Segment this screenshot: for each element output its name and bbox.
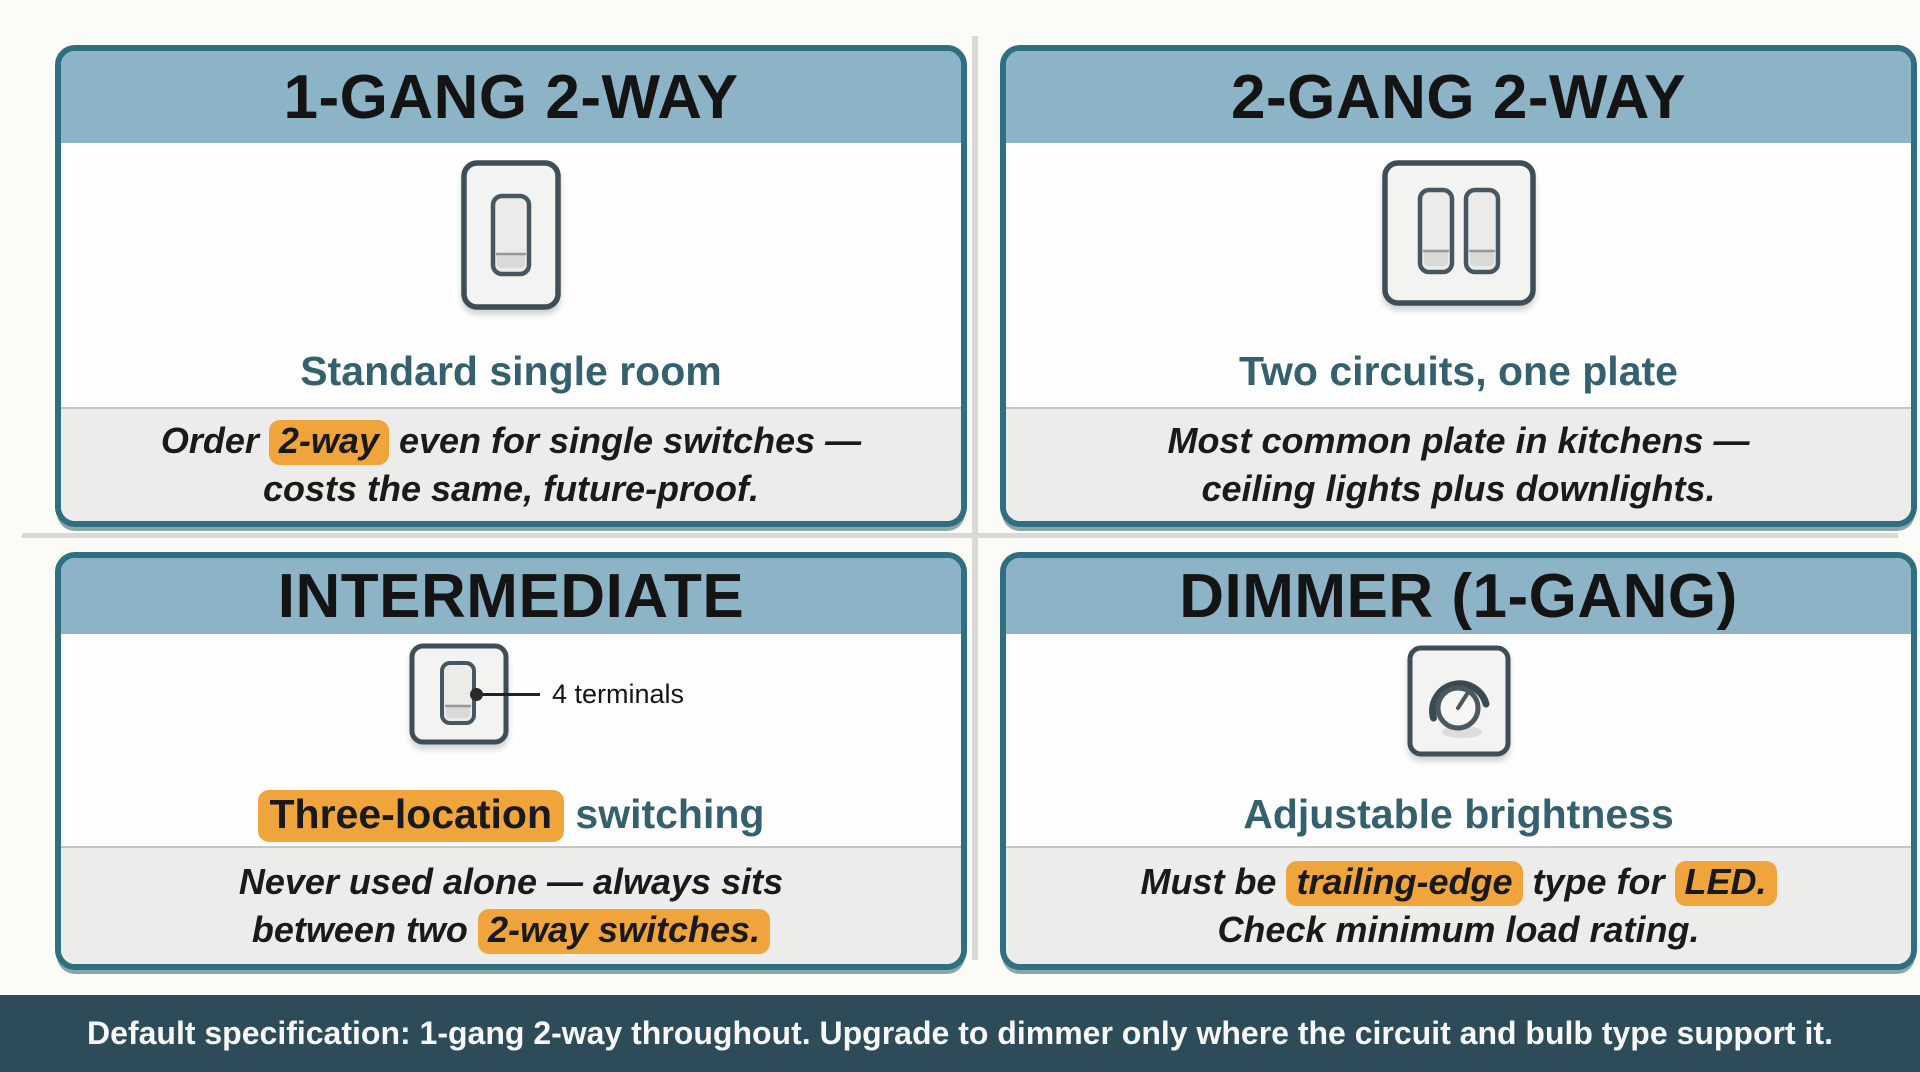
callout-terminal-dot: [469, 687, 483, 701]
single-rocker-switch-icon: [461, 160, 561, 310]
column-divider: [972, 36, 978, 960]
card-subtitle: Two circuits, one plate: [1239, 348, 1678, 394]
card-body: Standard single room: [61, 143, 961, 407]
intermediate-icon-group: 4 terminals: [408, 642, 684, 746]
row-divider: [22, 533, 1898, 538]
card-title: INTERMEDIATE: [277, 561, 745, 631]
card-body: Two circuits, one plate: [1006, 143, 1911, 407]
card-header: 2-GANG 2-WAY: [1006, 51, 1911, 143]
card-dimmer-1-gang: DIMMER (1-GANG) Adjustable brightness Mu…: [1000, 552, 1917, 970]
card-header: INTERMEDIATE: [61, 558, 961, 634]
double-rocker-switch-icon: [1381, 160, 1536, 306]
card-body: Adjustable brightness: [1006, 634, 1911, 846]
card-intermediate: INTERMEDIATE 4 terminals Three-location …: [55, 552, 967, 970]
card-body: 4 terminals Three-location switching: [61, 634, 961, 846]
card-header: 1-GANG 2-WAY: [61, 51, 961, 143]
card-subtitle: Standard single room: [300, 348, 722, 394]
intermediate-switch-icon: [409, 643, 509, 745]
card-subtitle: Three-location switching: [257, 790, 764, 842]
card-title: 1-GANG 2-WAY: [283, 62, 739, 132]
card-2-gang-2-way: 2-GANG 2-WAY Two circuits, one plate Mos…: [1000, 45, 1917, 527]
card-note-text: Most common plate in kitchens —ceiling l…: [1167, 420, 1750, 509]
terminals-callout-label: 4 terminals: [551, 678, 685, 709]
card-title: 2-GANG 2-WAY: [1230, 62, 1686, 132]
card-note-text: Order 2-way even for single switches —co…: [160, 420, 862, 509]
callout-connector-line: [469, 687, 540, 701]
dimmer-knob-icon: [1407, 645, 1510, 757]
card-1-gang-2-way: 1-GANG 2-WAY Standard single room Order …: [55, 45, 967, 527]
card-note: Must be trailing-edge type for LED.Check…: [1006, 846, 1911, 964]
footer-note: Default specification: 1-gang 2-way thro…: [87, 1015, 1833, 1051]
card-subtitle: Adjustable brightness: [1243, 791, 1674, 837]
footer-bar: Default specification: 1-gang 2-way thro…: [0, 995, 1920, 1072]
card-note: Order 2-way even for single switches —co…: [61, 407, 961, 521]
card-note: Most common plate in kitchens —ceiling l…: [1006, 407, 1911, 521]
card-title: DIMMER (1-GANG): [1179, 561, 1738, 631]
card-header: DIMMER (1-GANG): [1006, 558, 1911, 634]
card-note-text: Must be trailing-edge type for LED.Check…: [1140, 858, 1777, 953]
